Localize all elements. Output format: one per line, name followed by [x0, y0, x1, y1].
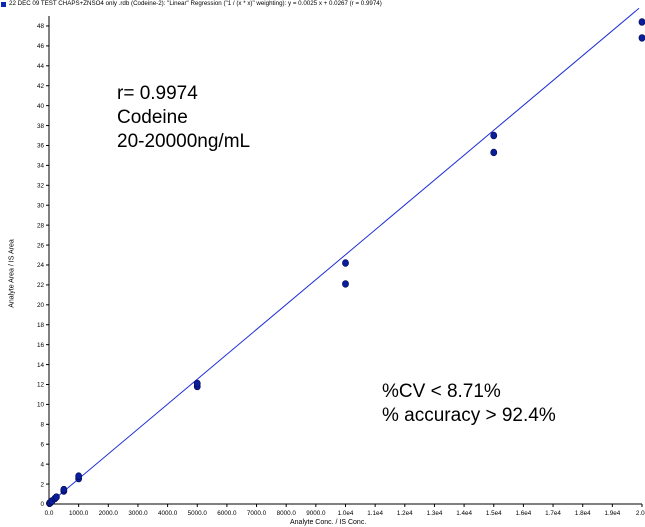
- x-tick-label: 2.0e: [636, 510, 645, 517]
- x-tick-label: 1.6e4: [516, 510, 532, 517]
- x-axis-label: Analyte Conc. / IS Conc.: [290, 519, 367, 526]
- y-tick-label: 26: [37, 242, 45, 249]
- x-tick-label: 1.9e4: [604, 510, 620, 517]
- data-point: [193, 379, 201, 388]
- y-axis-label: Analyte Area / IS Area: [8, 239, 16, 308]
- r-value-label: r= 0.9974: [117, 83, 198, 104]
- y-tick-label: 0: [40, 501, 44, 508]
- y-tick-label: 14: [37, 362, 45, 369]
- regression-line: [48, 7, 640, 505]
- x-tick-label: 1.1e4: [367, 510, 383, 517]
- x-tick-label: 6000.0: [217, 510, 237, 517]
- y-tick-label: 46: [37, 43, 45, 50]
- accuracy-label: % accuracy > 92.4%: [382, 405, 556, 426]
- y-tick-label: 8: [40, 422, 44, 429]
- chart-title: 22 DEC 09 TEST CHAPS+ZNSO4 only .rdb (Co…: [9, 0, 382, 7]
- x-tick-label: 1.5e4: [486, 510, 502, 517]
- y-tick-label: 32: [37, 183, 45, 190]
- chart-header: 22 DEC 09 TEST CHAPS+ZNSO4 only .rdb (Co…: [0, 0, 645, 14]
- x-tick-label: 4000.0: [158, 510, 178, 517]
- y-tick-label: 2: [40, 481, 44, 488]
- analyte-label: Codeine: [117, 107, 188, 128]
- annotation-right: %CV < 8.71% % accuracy > 92.4%: [382, 380, 556, 428]
- y-tick-label: 44: [37, 63, 45, 70]
- x-tick-label: 0.0: [45, 510, 54, 517]
- x-tick-label: 3000.0: [128, 510, 148, 517]
- y-tick-label: 20: [37, 302, 45, 309]
- data-point: [53, 493, 60, 501]
- y-tick-label: 12: [37, 382, 45, 389]
- data-point: [638, 18, 645, 26]
- y-tick-label: 4: [40, 461, 44, 468]
- y-tick-label: 16: [37, 342, 45, 349]
- header-square-icon: [1, 2, 6, 7]
- data-point: [490, 131, 498, 140]
- x-tick-label: 7000.0: [247, 510, 267, 517]
- y-tick-label: 18: [37, 322, 45, 329]
- x-tick-label: 2000.0: [99, 510, 119, 517]
- y-tick-label: 10: [37, 402, 45, 409]
- range-label: 20-20000ng/mL: [117, 131, 251, 152]
- x-tick-label: 1.2e4: [397, 510, 413, 517]
- data-point: [342, 280, 349, 288]
- y-tick-label: 34: [37, 163, 45, 170]
- data-point: [75, 472, 83, 480]
- data-point: [60, 485, 68, 494]
- x-tick-label: 1.8e4: [575, 510, 591, 517]
- y-tick-label: 22: [37, 282, 45, 289]
- x-tick-label: 8000.0: [277, 510, 297, 517]
- x-tick-label: 9000.0: [306, 510, 326, 517]
- y-tick-label: 6: [40, 441, 44, 448]
- x-tick-label: 1.0e4: [338, 510, 354, 517]
- y-tick-label: 42: [37, 83, 45, 90]
- x-tick-label: 5000.0: [188, 510, 208, 517]
- y-tick-label: 40: [37, 103, 45, 110]
- cv-label: %CV < 8.71%: [382, 381, 501, 402]
- y-tick-label: 36: [37, 143, 45, 150]
- y-tick-label: 30: [37, 202, 45, 209]
- y-tick-label: 24: [37, 262, 45, 269]
- x-tick-label: 1000.0: [69, 510, 89, 517]
- annotation-left: r= 0.9974 Codeine 20-20000ng/mL: [117, 82, 250, 154]
- x-tick-label: 1.4e4: [456, 510, 472, 517]
- y-tick-label: 28: [37, 222, 45, 229]
- x-tick-label: 1.7e4: [545, 510, 561, 517]
- x-tick-label: 1.3e4: [427, 510, 443, 517]
- data-point: [490, 148, 498, 157]
- data-point: [342, 259, 349, 267]
- y-tick-label: 38: [37, 123, 45, 130]
- data-point: [638, 34, 645, 42]
- y-tick-label: 48: [37, 23, 45, 30]
